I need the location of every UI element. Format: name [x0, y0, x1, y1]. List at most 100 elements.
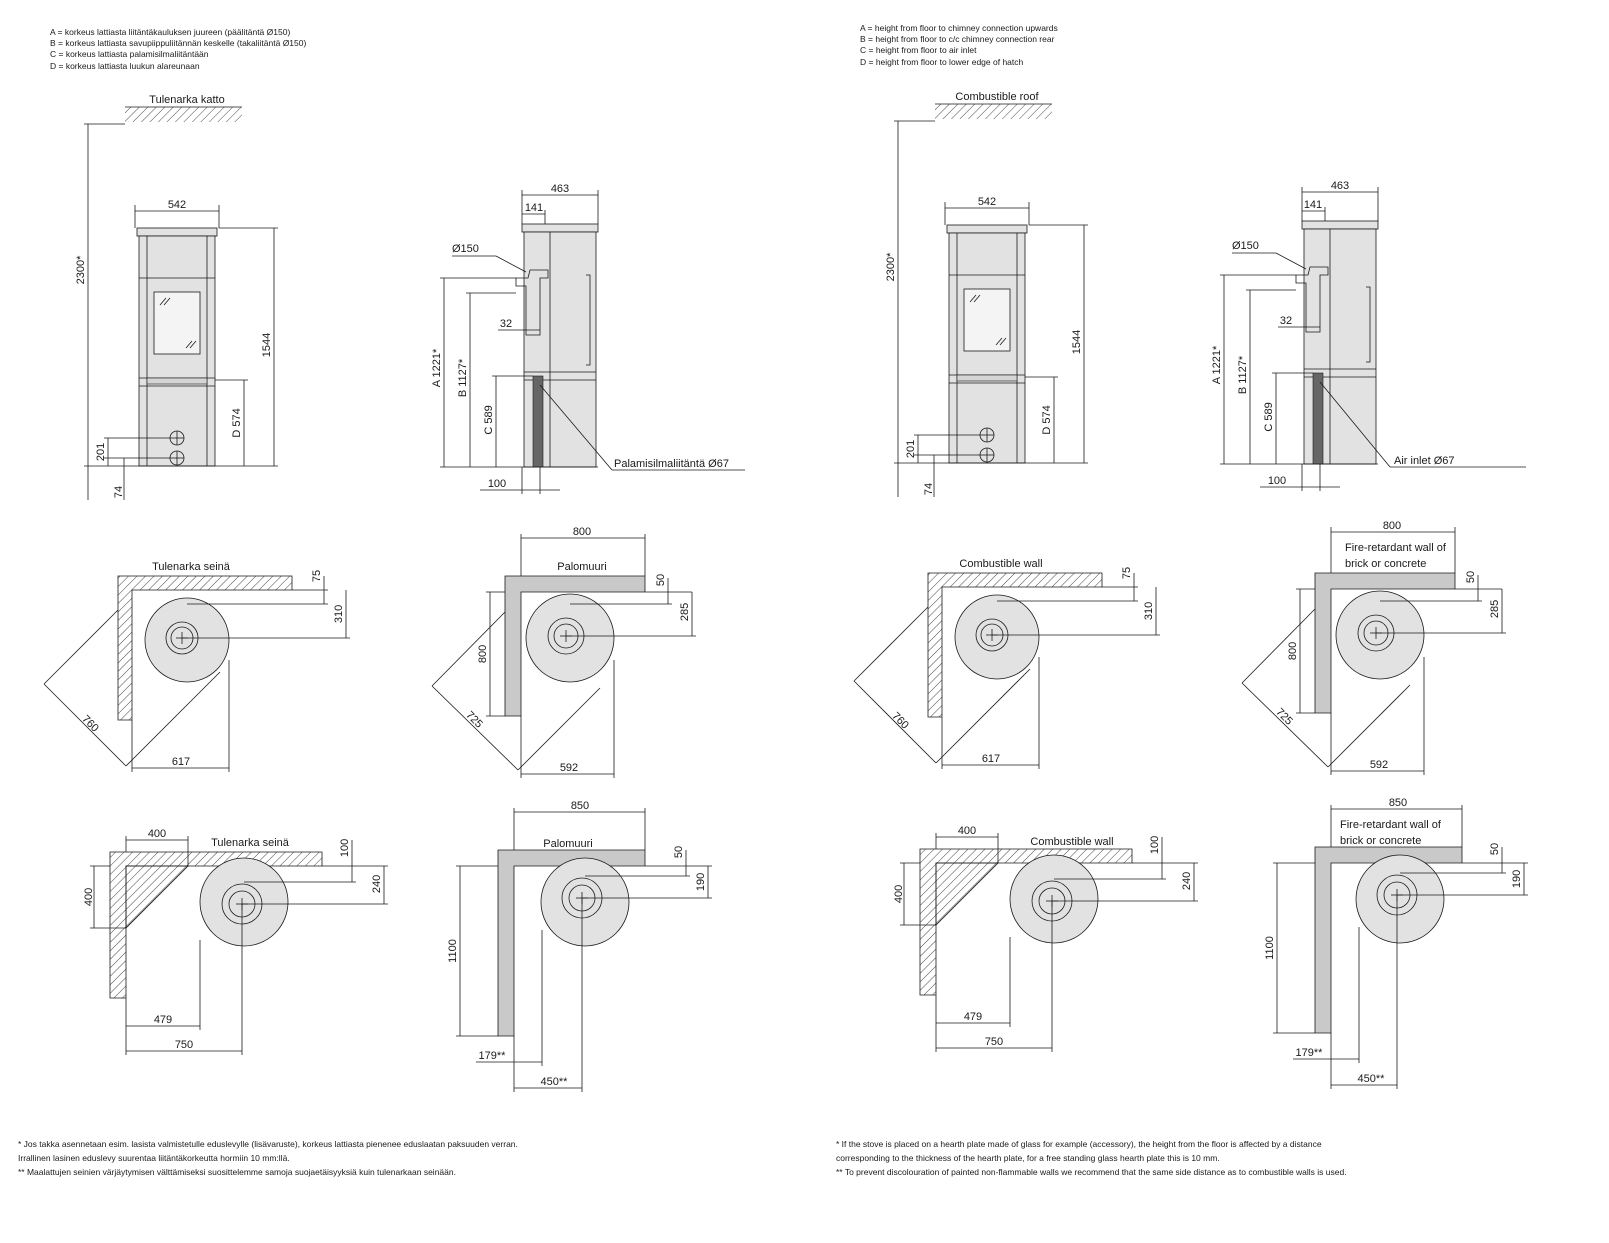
dim-100: 100 [1149, 836, 1161, 854]
wall-hatch [117, 575, 293, 721]
wall-label: Palomuuri [543, 838, 593, 850]
dim-240: 240 [1181, 872, 1193, 890]
dim-800w: 800 [573, 526, 591, 538]
footnotes-finnish: * Jos takka asennetaan esim. lasista val… [18, 1137, 518, 1179]
stove-footprint [199, 857, 289, 947]
footnote-line: Irrallinen lasinen eduslevy suurentaa li… [18, 1153, 290, 1163]
dim-400h: 400 [83, 888, 95, 906]
dim-100: 100 [339, 839, 351, 857]
dim-c: C 589 [483, 405, 495, 434]
footnote-line: ** To prevent discolouration of painted … [836, 1167, 1347, 1177]
wall-hatch [927, 572, 1103, 718]
corner-firewall: Fire-retardant wall of brick or concrete… [1241, 520, 1506, 775]
dim-750: 750 [175, 1039, 193, 1051]
dim-width: 542 [168, 199, 186, 211]
dim-479: 479 [964, 1011, 982, 1023]
front-view: Combustible roof 2300* 542 [885, 91, 1088, 497]
footnotes-english: * If the stove is placed on a hearth pla… [836, 1137, 1347, 1179]
glass-door [963, 288, 1011, 352]
dim-179: 179** [1296, 1047, 1324, 1059]
dim-285: 285 [1489, 600, 1501, 618]
front-view: Tulenarka katto 2300* [75, 94, 278, 500]
dim-750: 750 [985, 1036, 1003, 1048]
dim-725: 725 [463, 709, 484, 730]
glass-door [153, 291, 201, 355]
stove-footprint [1355, 854, 1445, 944]
dim-400h: 400 [893, 885, 905, 903]
dim-total-height: 2300* [885, 252, 897, 281]
stove-top [946, 224, 1028, 234]
dim-depth: 463 [551, 183, 569, 195]
dim-total-height: 2300* [75, 255, 87, 284]
legend-line: B = height from floor to c/c chimney con… [860, 34, 1055, 45]
stove-footprint [144, 597, 230, 683]
dim-592: 592 [1370, 759, 1388, 771]
dim-b: B 1127* [457, 358, 469, 397]
roof-label: Tulenarka katto [149, 94, 224, 106]
dim-c: C 589 [1263, 402, 1275, 431]
dim-479: 479 [154, 1014, 172, 1026]
footnote-line: corresponding to the thickness of the he… [836, 1153, 1220, 1163]
dim-width: 542 [978, 196, 996, 208]
dim-a: A 1221* [431, 348, 443, 387]
stove-footprint [1335, 590, 1425, 680]
flue-label: Ø150 [1232, 240, 1259, 252]
dim-201: 201 [905, 440, 917, 458]
dim-141: 141 [1304, 199, 1322, 211]
dim-201: 201 [95, 443, 107, 461]
roof-label: Combustible roof [955, 91, 1039, 103]
left-half: Tulenarka katto 2300* [43, 94, 745, 1092]
dim-800h: 800 [477, 645, 489, 663]
dim-617: 617 [982, 753, 1000, 765]
dim-75: 75 [1121, 567, 1133, 579]
dim-592: 592 [560, 762, 578, 774]
stove-footprint [540, 857, 630, 947]
roof-hatch [125, 107, 242, 122]
side-view: 463 141 Ø150 A 1221* B 1127* C 589 32 [431, 183, 745, 494]
side-top [1301, 220, 1379, 230]
dim-50: 50 [673, 846, 685, 858]
dim-stove-height: 1544 [261, 333, 273, 357]
air-inlet-label: Air inlet Ø67 [1394, 455, 1455, 467]
legend-line: A = height from floor to chimney connect… [860, 23, 1058, 33]
dim-800h: 800 [1287, 642, 1299, 660]
legend-line: D = height from floor to lower edge of h… [860, 56, 1024, 67]
dim-1100: 1100 [1264, 936, 1276, 960]
dim-450: 450** [1358, 1073, 1386, 1085]
dim-400w: 400 [958, 825, 976, 837]
dim-400w: 400 [148, 828, 166, 840]
wall-label-line1: Fire-retardant wall of [1340, 819, 1442, 831]
right-half: Combustible roof 2300* 542 [853, 91, 1528, 1089]
wall-label: Combustible wall [959, 558, 1042, 570]
dim-850: 850 [1389, 797, 1407, 809]
parallel-firewall: Fire-retardant wall of brick or concrete… [1264, 797, 1528, 1089]
dim-100: 100 [488, 478, 506, 490]
stove-top [136, 227, 218, 237]
wall-label: Combustible wall [1030, 836, 1113, 848]
air-inlet-label: Palamisilmaliitäntä Ø67 [614, 458, 729, 470]
wall-label: Tulenarka seinä [211, 837, 290, 849]
dim-hatch: D 574 [231, 408, 243, 437]
dim-760: 760 [79, 713, 100, 734]
dim-32: 32 [500, 318, 512, 330]
corner-firewall: Palomuuri 800 50 285 800 725 [431, 526, 696, 778]
parallel-combustible: Tulenarka seinä 400 100 240 400 [83, 828, 388, 1055]
wall-label-line1: Fire-retardant wall of [1345, 542, 1447, 554]
dim-depth: 463 [1331, 180, 1349, 192]
wall-label-line2: brick or concrete [1345, 558, 1426, 570]
parallel-firewall: Palomuuri 850 50 190 1100 179* [447, 800, 712, 1092]
parallel-combustible: Combustible wall 400 100 240 400 [893, 825, 1198, 1052]
legend-line: D = korkeus lattiasta luukun alareunaan [50, 60, 200, 71]
stove-footprint [1009, 854, 1099, 944]
wall-label-line2: brick or concrete [1340, 835, 1421, 847]
dim-190: 190 [1511, 870, 1523, 888]
dim-hatch: D 574 [1041, 405, 1053, 434]
dim-75: 75 [311, 570, 323, 582]
dim-stove-height: 1544 [1071, 330, 1083, 354]
dim-74: 74 [113, 486, 125, 498]
legend-line: A = korkeus lattiasta liitäntäkauluksen … [50, 27, 291, 37]
dim-50: 50 [1489, 843, 1501, 855]
dim-1100: 1100 [447, 939, 459, 963]
side-view: 463 141 Ø150 A 1221* B 1127* C 589 32 10… [1211, 180, 1526, 491]
